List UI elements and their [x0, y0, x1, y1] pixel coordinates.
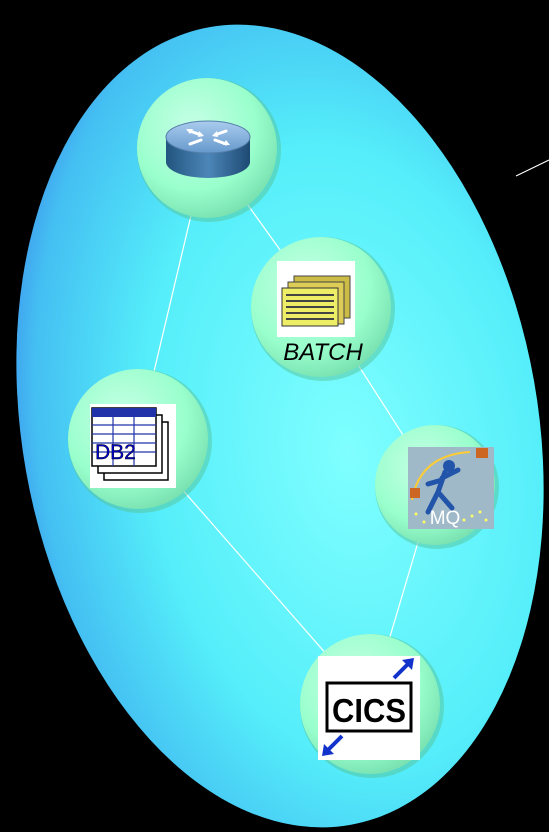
mq-label: MQ	[430, 508, 461, 529]
edge-db2-cics	[183, 491, 325, 652]
db2-label: DB2	[95, 441, 136, 464]
node-mq[interactable]: MQ	[375, 425, 499, 549]
edges-layer	[153, 204, 419, 652]
arrow-up-right-icon	[392, 658, 414, 680]
edge-batch-mq	[358, 365, 404, 435]
node-cics[interactable]: CICS	[300, 634, 444, 778]
cics-icon: CICS	[318, 656, 420, 760]
batch-jobs-icon	[277, 261, 355, 337]
node-batch[interactable]: BATCH	[251, 237, 395, 381]
edge-router-batch	[247, 204, 281, 251]
arrow-down-left-icon	[322, 734, 344, 756]
router-icon	[165, 120, 251, 178]
edge-mq-cics	[389, 542, 419, 638]
cics-label: CICS	[332, 692, 406, 729]
db2-table-icon: DB2	[90, 404, 176, 488]
mq-messenger-icon: MQ	[408, 447, 494, 529]
node-db2[interactable]: DB2	[68, 369, 212, 513]
node-router[interactable]	[137, 78, 281, 222]
external-connector	[515, 159, 549, 177]
batch-label: BATCH	[283, 339, 363, 366]
edge-router-db2	[153, 215, 192, 372]
